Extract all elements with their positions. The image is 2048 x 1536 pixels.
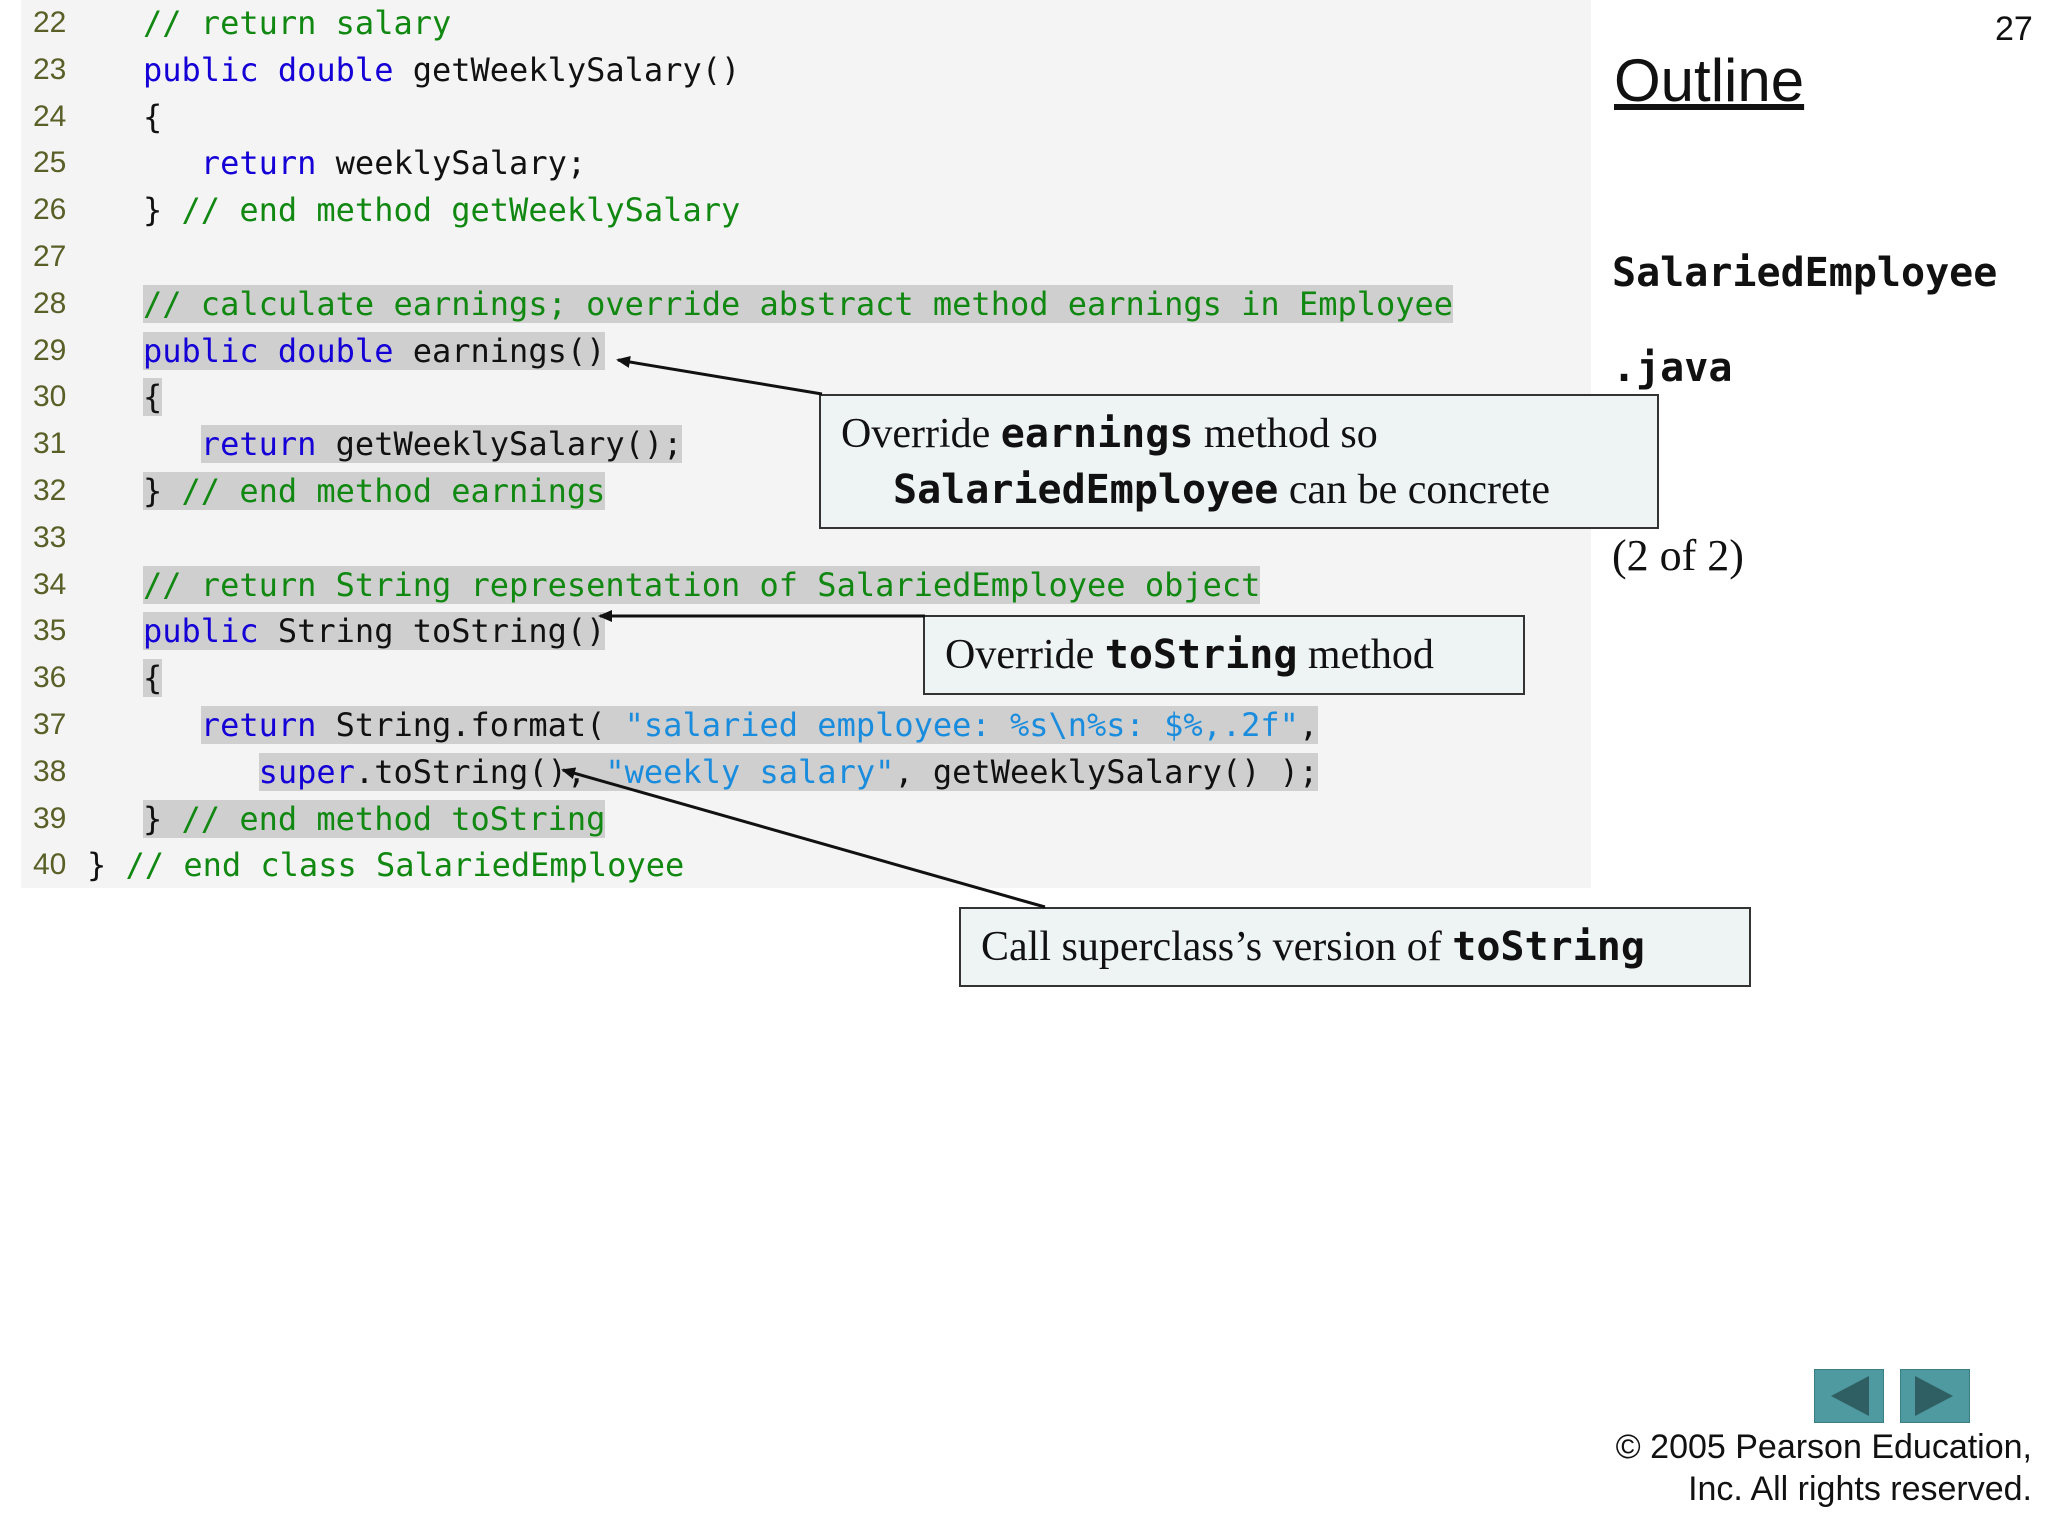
next-slide-button[interactable] [1900,1369,1970,1423]
copyright-line2: Inc. All rights reserved. [1688,1470,2032,1508]
code-comment: // end method toString [181,799,606,838]
code-comment: // return String representation of Salar… [143,565,1261,604]
line-number: 36 [33,661,67,695]
code-token: getWeeklySalary() [412,50,741,89]
callout-text: Call superclass’s version of [981,924,1453,970]
code-string: "salaried employee: %s\n%s: $%,.2f" [624,706,1299,744]
code-token: String.format( [335,706,625,744]
callout-text: Override [841,411,1001,457]
line-number: 39 [33,801,67,835]
file-name-part1: SalariedEmployee [1612,250,1998,296]
callout-call-superclass: Call superclass’s version of toString [959,907,1751,987]
line-number: 24 [33,99,67,133]
code-keyword: return [200,144,336,183]
code-text: return weeklySalary; [143,140,586,186]
code-text: public double earnings() [143,328,606,374]
code-token: .toString(), [354,752,606,791]
code-keyword: public [143,50,278,89]
callout-override-earnings: Override earnings method so SalariedEmpl… [819,394,1659,529]
code-text: super.toString(), "weekly salary", getWe… [143,749,1319,795]
arrow-super [561,767,1046,909]
callout-text: method so [1193,411,1378,457]
code-string: "weekly salary" [605,752,895,791]
arrow-earnings [616,356,823,396]
code-token: , [1298,706,1319,744]
code-token: } [143,799,182,838]
code-text: // return String representation of Salar… [143,562,1261,608]
code-token: earnings() [412,331,606,370]
code-token: } [87,846,126,885]
callout-text: Override [945,632,1105,678]
line-number: 32 [33,474,67,507]
line-number: 40 [33,848,67,882]
line-number: 27 [33,240,67,273]
line-number: 23 [33,52,67,86]
line-number: 30 [33,380,67,414]
code-text: { [143,374,163,420]
code-token: String toString() [277,612,606,651]
code-token: { [143,659,163,698]
line-number: 29 [33,333,67,367]
code-keyword: return [200,706,336,744]
code-text: return String.format( "salaried employee… [143,702,1319,748]
callout-code: SalariedEmployee [893,467,1279,513]
code-token: } [143,472,182,510]
code-comment: // calculate earnings; override abstract… [143,284,1454,323]
code-text: // return salary [143,0,451,46]
code-comment: // end class SalariedEmployee [125,846,685,885]
copyright-line1: © 2005 Pearson Education, [1615,1428,2032,1466]
code-text: { [143,655,163,701]
code-token: { [143,378,163,417]
line-number: 26 [33,193,67,227]
line-number: 35 [33,614,67,648]
line-number: 33 [33,520,67,554]
code-keyword: super [258,752,355,791]
code-text: } // end method toString [143,796,606,842]
code-token: getWeeklySalary(); [335,425,683,464]
callout-text: method [1297,632,1434,678]
copyright-notice: © 2005 Pearson Education, Inc. All right… [1616,1426,2032,1510]
code-token: weeklySalary; [335,144,587,183]
code-text: // calculate earnings; override abstract… [143,281,1454,327]
code-token: { [143,97,163,136]
line-number: 25 [33,146,67,180]
code-comment: // return salary [143,4,452,42]
callout-override-tostring: Override toString method [923,615,1525,695]
code-keyword: double [277,50,413,89]
callout-code: toString [1104,632,1298,678]
code-keyword: public [143,612,278,651]
file-name-part2: .java [1612,345,1733,391]
code-keyword: public double [143,331,413,370]
triangle-left-icon [1831,1376,1869,1416]
code-text: } // end class SalariedEmployee [87,842,684,888]
code-text: { [143,94,162,140]
slide-number: 27 [1995,10,2033,48]
callout-text: can be concrete [1278,467,1550,513]
line-number: 34 [33,567,67,601]
triangle-right-icon [1915,1376,1953,1416]
previous-slide-button[interactable] [1814,1369,1884,1423]
code-text: } // end method getWeeklySalary [143,187,740,233]
code-text: } // end method earnings [143,468,606,514]
line-number: 38 [33,754,67,788]
code-comment: // end method earnings [181,472,606,510]
line-number: 22 [33,6,67,39]
code-text: return getWeeklySalary(); [143,421,683,467]
code-text: public double getWeeklySalary() [143,47,740,93]
callout-code: earnings [1000,411,1194,457]
code-token: , getWeeklySalary() ); [894,752,1319,791]
line-number: 31 [33,427,67,461]
code-comment: // end method getWeeklySalary [181,191,741,230]
callout-code: toString [1452,924,1645,970]
line-number: 28 [33,286,67,320]
code-token: } [143,191,182,230]
outline-title[interactable]: Outline [1614,47,1805,114]
code-text: public String toString() [143,608,606,654]
page-part-label: (2 of 2) [1612,531,1744,580]
line-number: 37 [33,708,67,741]
code-keyword: return [200,425,336,464]
